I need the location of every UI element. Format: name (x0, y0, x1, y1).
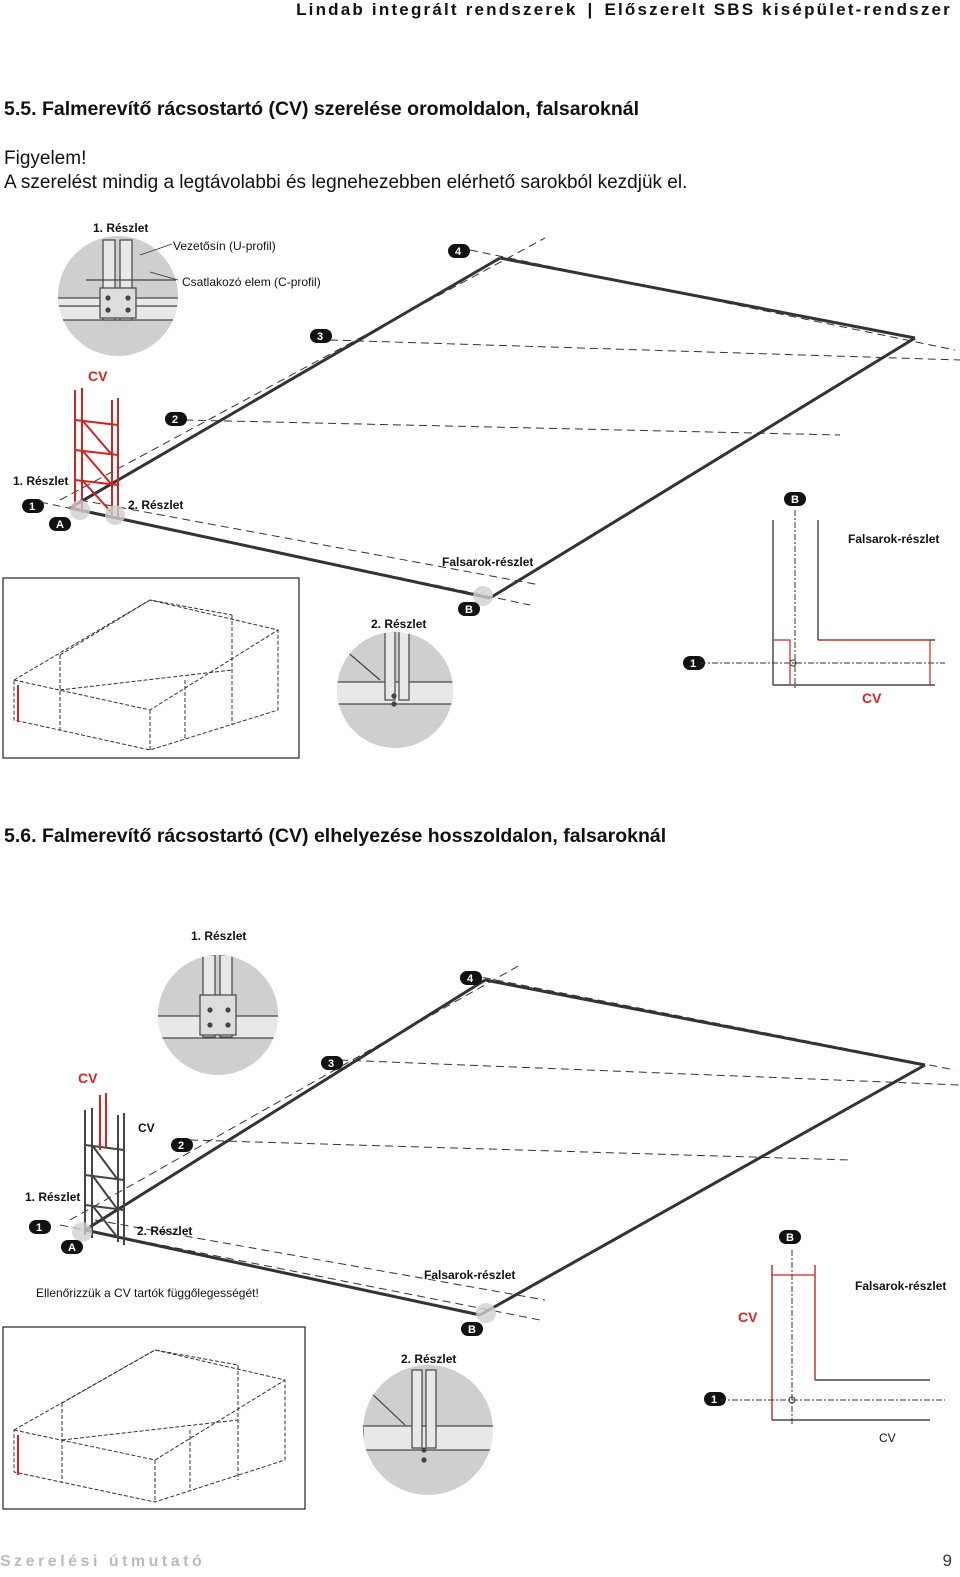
assembly-diagram-5-6: 1. Részlet (2, 929, 960, 1510)
label-corner-detail: Falsarok-részlet (442, 555, 533, 569)
badge-A: A (49, 517, 71, 531)
label-detail-2: 2. Részlet (128, 498, 183, 512)
svg-text:3: 3 (328, 1058, 334, 1070)
detail-marker-1-s2 (72, 1222, 92, 1242)
badge-2: 2 (165, 412, 187, 426)
label-detail-2-s2: 2. Részlet (137, 1224, 192, 1238)
svg-text:4: 4 (455, 246, 462, 258)
label-corner-detail-b-s2: Falsarok-részlet (855, 1279, 946, 1293)
cv-truss (74, 388, 119, 518)
svg-text:B: B (468, 1324, 476, 1336)
label-cv-plan: CV (862, 690, 882, 706)
svg-text:3: 3 (317, 331, 323, 343)
detail-circle-2-s2 (363, 1365, 493, 1495)
svg-text:1: 1 (36, 1222, 42, 1234)
label-corner-detail-b: Falsarok-részlet (848, 532, 939, 546)
corner-plan-detail-s2 (720, 1250, 945, 1425)
label-detail-2-b: 2. Részlet (371, 617, 426, 631)
label-detail-1-s2: 1. Részlet (191, 929, 246, 943)
wall-frame-rails-s2 (59, 964, 960, 1321)
detail-marker-corner (473, 586, 493, 606)
header-left: Lindab integrált rendszerek (296, 0, 578, 19)
label-detail-1: 1. Részlet (93, 221, 148, 235)
badge-1: 1 (22, 499, 44, 513)
page-number: 9 (942, 1551, 952, 1570)
warning-text: A szerelést mindig a legtávolabbi és leg… (4, 172, 688, 193)
svg-text:2: 2 (178, 1140, 184, 1152)
label-cv-plan-s2: CV (879, 1431, 896, 1445)
detail-circle-1-s2 (158, 955, 278, 1075)
detail-circle-2 (337, 632, 453, 748)
section-title-5-6: 5.6. Falmerevítő rácsostartó (CV) elhely… (4, 825, 667, 847)
badge-1-plan: 1 (683, 656, 705, 670)
svg-text:2: 2 (172, 414, 178, 426)
svg-text:A: A (68, 1242, 76, 1254)
badge-4: 4 (448, 244, 470, 258)
label-guide-rail: Vezetősín (U-profil) (173, 239, 276, 253)
badge-1-s2: 1 (29, 1220, 51, 1234)
svg-text:4: 4 (467, 973, 474, 985)
badge-3-s2: 3 (321, 1056, 343, 1070)
label-cv-red-s2: CV (78, 1070, 98, 1086)
badge-1-plan-s2: 1 (704, 1392, 726, 1406)
section-title-5-5: 5.5. Falmerevítő rácsostartó (CV) szerel… (4, 98, 640, 120)
badge-2-s2: 2 (171, 1138, 193, 1152)
badge-B-s2: B (461, 1322, 483, 1336)
label-connector: Csatlakozó elem (C-profil) (182, 275, 321, 289)
svg-text:B: B (791, 494, 799, 506)
detail-marker-corner-s2 (476, 1303, 496, 1323)
badge-3: 3 (310, 329, 332, 343)
svg-text:B: B (786, 1232, 794, 1244)
label-cv-red: CV (88, 368, 108, 384)
svg-text:A: A (56, 519, 64, 531)
footer-title: Szerelési útmutató (0, 1553, 206, 1570)
svg-text:1: 1 (690, 658, 696, 670)
building-isometric-s2 (2, 1326, 306, 1510)
svg-text:1: 1 (711, 1394, 717, 1406)
badge-B-plan: B (784, 492, 806, 506)
cv-truss-s2 (84, 1093, 125, 1245)
badge-B-plan-s2: B (779, 1230, 801, 1244)
detail-circle-1 (58, 236, 179, 356)
label-detail-2-b-s2: 2. Részlet (401, 1352, 456, 1366)
header-separator: | (587, 0, 595, 19)
header-right: Előszerelt SBS kisépület-rendszer (604, 0, 952, 19)
building-isometric (2, 577, 300, 759)
badge-A-s2: A (61, 1240, 83, 1254)
label-detail-1-b-s2: 1. Részlet (25, 1190, 80, 1204)
badge-B: B (458, 602, 480, 616)
detail-marker-1 (70, 500, 90, 520)
badge-4-s2: 4 (460, 971, 482, 985)
label-corner-detail-s2: Falsarok-részlet (424, 1268, 515, 1282)
warning-title: Figyelem! (4, 148, 87, 169)
assembly-diagram-5-5: 1. Részlet Vezetősín (U-profil) Csatlako… (2, 221, 960, 759)
label-check-text: Ellenőrizzük a CV tartók függőlegességét… (36, 1286, 259, 1300)
label-detail-1-b: 1. Részlet (13, 474, 68, 488)
svg-text:1: 1 (29, 501, 35, 513)
corner-plan-detail (700, 510, 945, 690)
svg-text:B: B (465, 604, 473, 616)
label-cv-s2: CV (138, 1121, 155, 1135)
page-header: Lindab integrált rendszerek | Előszerelt S… (296, 0, 952, 20)
label-cv-plan-red-s2: CV (738, 1309, 758, 1325)
detail-marker-2 (105, 505, 125, 525)
